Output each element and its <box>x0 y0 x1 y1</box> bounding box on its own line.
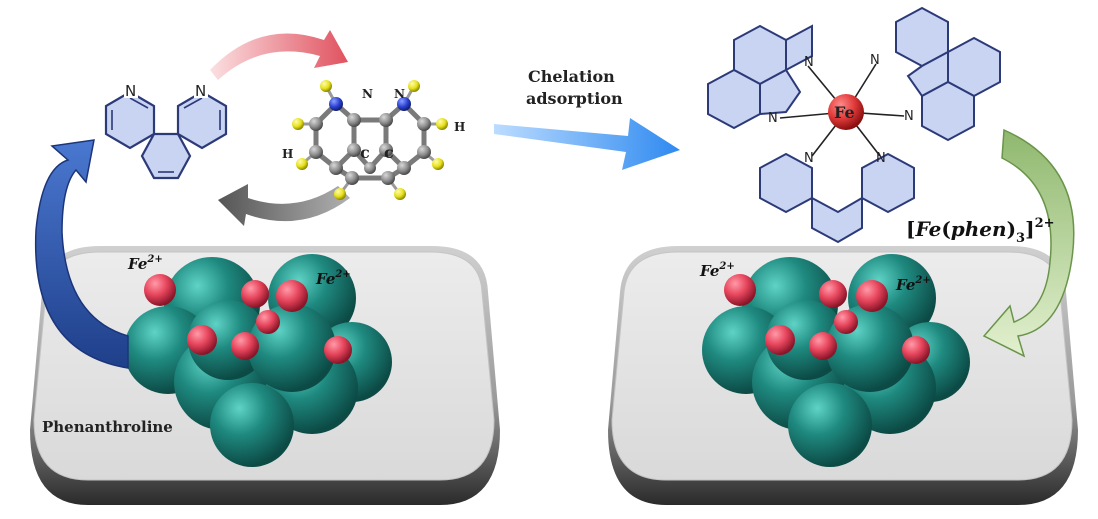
left-fe-ion-label-1: Fe2+ <box>127 254 163 273</box>
complex-n-2: N <box>870 53 880 68</box>
right-iron-oxide-cluster <box>702 254 970 467</box>
phenanthroline-label: Phenanthroline <box>42 418 173 436</box>
phen-3d-n1: N <box>362 87 373 101</box>
process-label-line2: adsorption <box>526 89 623 108</box>
phenanthroline-3d-model <box>292 80 448 200</box>
phen-3d-c1: c <box>360 143 370 162</box>
phen-2d-n2: N <box>195 82 206 100</box>
green-curved-arrow <box>982 128 1075 358</box>
grey-curved-arrow <box>218 184 350 226</box>
fe-center-atom <box>828 94 864 130</box>
complex-n-5: N <box>804 151 814 166</box>
phen-3d-h-left: H <box>282 147 293 161</box>
left-iron-oxide-cluster <box>124 254 392 467</box>
n-label-bg-1 <box>124 82 138 98</box>
complex-n-3: N <box>768 111 778 126</box>
process-label-line1: Chelation <box>528 67 615 86</box>
red-curved-arrow <box>210 30 348 80</box>
fe-phen-complex <box>707 6 1001 244</box>
n-label-bg-2 <box>194 82 208 98</box>
phenanthroline-2d-structure <box>104 90 228 180</box>
chelation-arrow <box>494 118 680 170</box>
phen-3d-n2: N <box>394 87 405 101</box>
right-fe-ion-label-1: Fe2+ <box>699 261 735 280</box>
fe-center-label: Fe <box>834 103 855 122</box>
complex-formula: [Fe(phen)3]2+ <box>906 216 1055 246</box>
blue-curved-arrow <box>34 139 129 369</box>
right-fe-ion-label-2: Fe2+ <box>895 275 931 294</box>
complex-n-4: N <box>904 109 914 124</box>
phen-2d-n1: N <box>125 82 136 100</box>
left-fe-ion-label-2: Fe2+ <box>315 269 351 288</box>
phen-3d-h-right: H <box>454 120 465 134</box>
complex-n-1: N <box>804 55 814 70</box>
phen-3d-c2: c <box>384 143 394 162</box>
complex-n-6: N <box>876 151 886 166</box>
complex-n-labels: N N N N N N <box>768 53 914 166</box>
